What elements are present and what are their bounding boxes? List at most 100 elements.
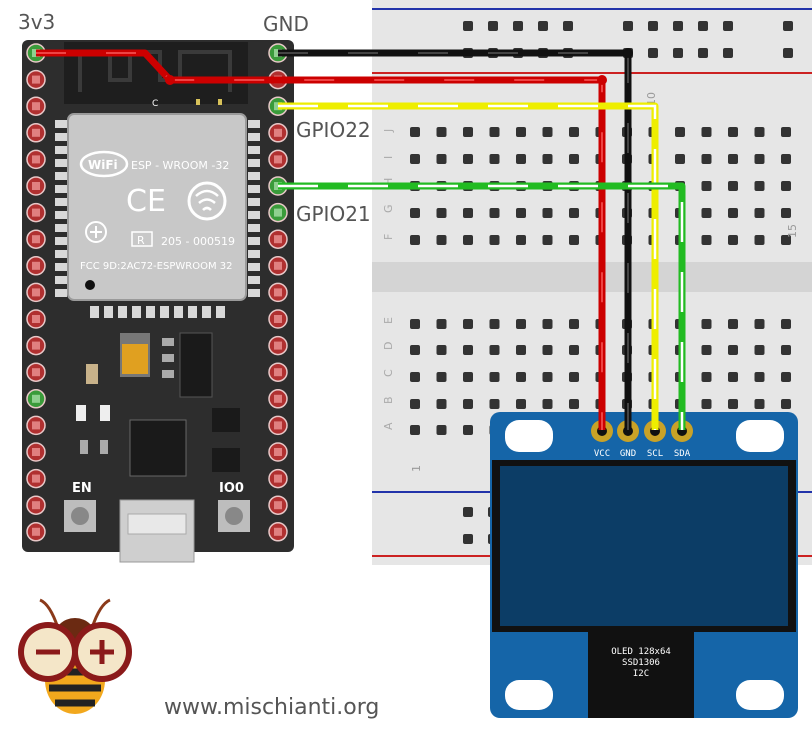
rail-hole <box>538 21 548 31</box>
breadboard-hole <box>569 208 579 218</box>
breadboard-hole <box>436 127 447 137</box>
oled-chip-line3: I2C <box>633 669 649 679</box>
micro-usb-port[interactable] <box>119 499 195 563</box>
breadboard-hole <box>463 399 473 409</box>
wires <box>36 48 686 430</box>
column-number-15: 15 <box>786 224 799 238</box>
breadboard-hole <box>463 372 473 382</box>
rail-hole <box>723 21 733 31</box>
oled-screen <box>500 466 788 626</box>
wifi-logo-icon: WiFi <box>79 150 129 178</box>
row-letter: J <box>382 129 395 133</box>
wire-sda[interactable] <box>278 182 686 430</box>
breadboard-hole <box>436 425 447 435</box>
rail-hole <box>463 21 473 31</box>
breadboard-hole <box>516 154 526 164</box>
mount-hole-bottom-left <box>505 680 553 710</box>
oled-ribbon <box>588 632 694 718</box>
usb-uart-chip <box>129 419 187 477</box>
ce-mark-icon: CE <box>126 184 166 219</box>
registered-mark-icon <box>131 231 153 247</box>
rail-hole <box>783 21 793 31</box>
column-number-1: 1 <box>410 465 423 472</box>
breadboard-hole <box>489 319 500 329</box>
fcc-id: FCC 9D:2AC72-ESPWROOM 32 <box>80 261 232 272</box>
breadboard-hole <box>542 154 553 164</box>
breadboard-hole <box>754 208 765 218</box>
breadboard-hole <box>701 372 712 382</box>
breadboard-hole <box>489 235 500 245</box>
oled-pin-label: GND <box>620 449 636 459</box>
breadboard-hole <box>781 181 791 191</box>
breadboard-hole <box>569 235 579 245</box>
breadboard-hole <box>516 235 526 245</box>
breadboard-hole <box>569 372 579 382</box>
rail-hole <box>673 21 683 31</box>
breadboard-hole <box>728 399 738 409</box>
io0-button[interactable] <box>218 500 250 532</box>
row-letter: I <box>382 156 395 159</box>
mount-hole-top-left <box>505 420 553 452</box>
breadboard-hole <box>410 425 420 435</box>
breadboard-hole <box>489 154 500 164</box>
wire-scl[interactable] <box>278 102 659 430</box>
breadboard-hole <box>728 372 738 382</box>
rail-hole <box>723 48 733 58</box>
breadboard-hole <box>781 208 791 218</box>
bee-logo-icon <box>18 598 132 714</box>
breadboard-hole <box>728 127 738 137</box>
breadboard-hole <box>701 235 712 245</box>
right-header-pins <box>268 43 288 542</box>
breadboard-hole <box>754 372 765 382</box>
breadboard-hole <box>781 372 791 382</box>
en-button[interactable] <box>64 500 96 532</box>
breadboard-hole <box>516 127 526 137</box>
breadboard-hole <box>410 154 420 164</box>
wire-vcc[interactable] <box>36 49 607 430</box>
breadboard-hole <box>542 127 553 137</box>
breadboard-hole <box>516 345 526 355</box>
breadboard-hole <box>728 208 738 218</box>
breadboard-hole <box>489 208 500 218</box>
breadboard-hole <box>436 345 447 355</box>
breadboard-hole <box>542 345 553 355</box>
breadboard-hole <box>542 208 553 218</box>
rail-hole <box>673 48 683 58</box>
bluetooth-logo-icon <box>187 181 227 221</box>
breadboard-hole <box>754 319 765 329</box>
breadboard-hole <box>728 154 738 164</box>
breadboard-hole <box>463 127 473 137</box>
breadboard-hole <box>701 181 712 191</box>
oled-chip-line2: SSD1306 <box>622 658 660 668</box>
breadboard-hole <box>516 319 526 329</box>
rail-hole <box>463 507 473 517</box>
svg-text:WiFi: WiFi <box>88 158 118 172</box>
label-3v3: 3v3 <box>18 10 56 34</box>
breadboard-hole <box>410 345 420 355</box>
en-label: EN <box>72 481 92 496</box>
breadboard-hole <box>701 154 712 164</box>
breadboard-hole <box>542 372 553 382</box>
rail-hole <box>623 21 633 31</box>
wire-gnd[interactable] <box>278 48 633 430</box>
website-label: www.mischianti.org <box>164 695 380 720</box>
breadboard-hole <box>701 127 712 137</box>
breadboard-hole <box>463 208 473 218</box>
module-model: ESP - WROOM -32 <box>131 159 229 172</box>
breadboard-hole <box>489 127 500 137</box>
breadboard-hole <box>489 345 500 355</box>
breadboard-hole <box>754 235 765 245</box>
row-letter: E <box>382 317 395 324</box>
breadboard-hole <box>754 127 765 137</box>
label-gnd: GND <box>263 12 309 36</box>
rail-hole <box>513 21 523 31</box>
breadboard-hole <box>436 235 447 245</box>
cert-number: 205 - 000519 <box>161 235 235 248</box>
breadboard-hole <box>410 372 420 382</box>
mount-hole-top-right <box>736 420 784 452</box>
breadboard-hole <box>754 181 765 191</box>
breadboard-hole <box>701 399 712 409</box>
row-letter: B <box>382 396 395 404</box>
row-letter: A <box>382 422 395 430</box>
